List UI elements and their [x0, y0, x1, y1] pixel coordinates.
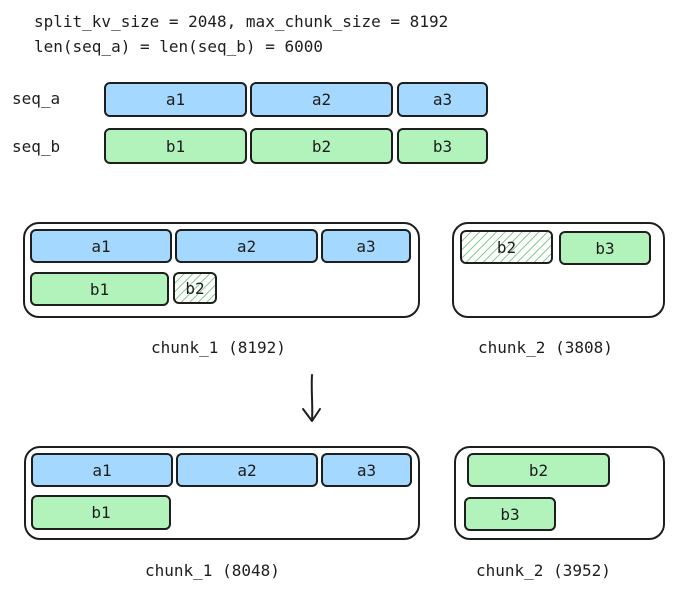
seq-b-label: seq_b [12, 137, 61, 156]
seq-b-block-b2: b2 [250, 128, 393, 164]
after-chunk-1-block-a2: a2 [176, 453, 318, 487]
seq-a-label: seq_a [12, 89, 61, 108]
after-chunk-2-block-b2: b2 [467, 453, 610, 487]
after-chunk-2-block-b3: b3 [464, 497, 556, 531]
after-chunk-1 [24, 446, 420, 540]
before-chunk-1-block-b1: b1 [30, 272, 169, 306]
before-chunk-2-block-b3: b3 [559, 231, 651, 265]
after-chunk-1-block-a3: a3 [321, 453, 412, 487]
before-chunk-2-block-b2-partial: b2 [460, 230, 553, 264]
before-chunk-1 [23, 222, 420, 318]
after-chunk-2 [454, 446, 665, 540]
header-line-2: len(seq_a) = len(seq_b) = 6000 [34, 37, 323, 56]
before-chunk-1-block-a2: a2 [175, 229, 318, 263]
seq-a-block-a3: a3 [397, 82, 488, 117]
before-chunk-2 [452, 222, 665, 318]
header-line-1: split_kv_size = 2048, max_chunk_size = 8… [34, 12, 449, 31]
after-chunk-1-block-a1: a1 [31, 453, 173, 487]
after-chunk-1-label: chunk_1 (8048) [145, 561, 280, 580]
seq-a-block-a2: a2 [250, 82, 393, 117]
before-chunk-1-block-a1: a1 [30, 229, 172, 263]
before-chunk-1-block-a3: a3 [321, 229, 411, 263]
seq-a-block-a1: a1 [104, 82, 247, 117]
after-chunk-2-label: chunk_2 (3952) [476, 561, 611, 580]
before-chunk-1-block-b2-partial: b2 [173, 272, 217, 304]
seq-b-block-b1: b1 [104, 128, 247, 164]
before-chunk-2-label: chunk_2 (3808) [478, 338, 613, 357]
before-chunk-1-label: chunk_1 (8192) [151, 338, 286, 357]
after-chunk-1-block-b1: b1 [31, 495, 171, 530]
seq-b-block-b3: b3 [397, 128, 488, 164]
arrow-down-icon [302, 374, 321, 422]
